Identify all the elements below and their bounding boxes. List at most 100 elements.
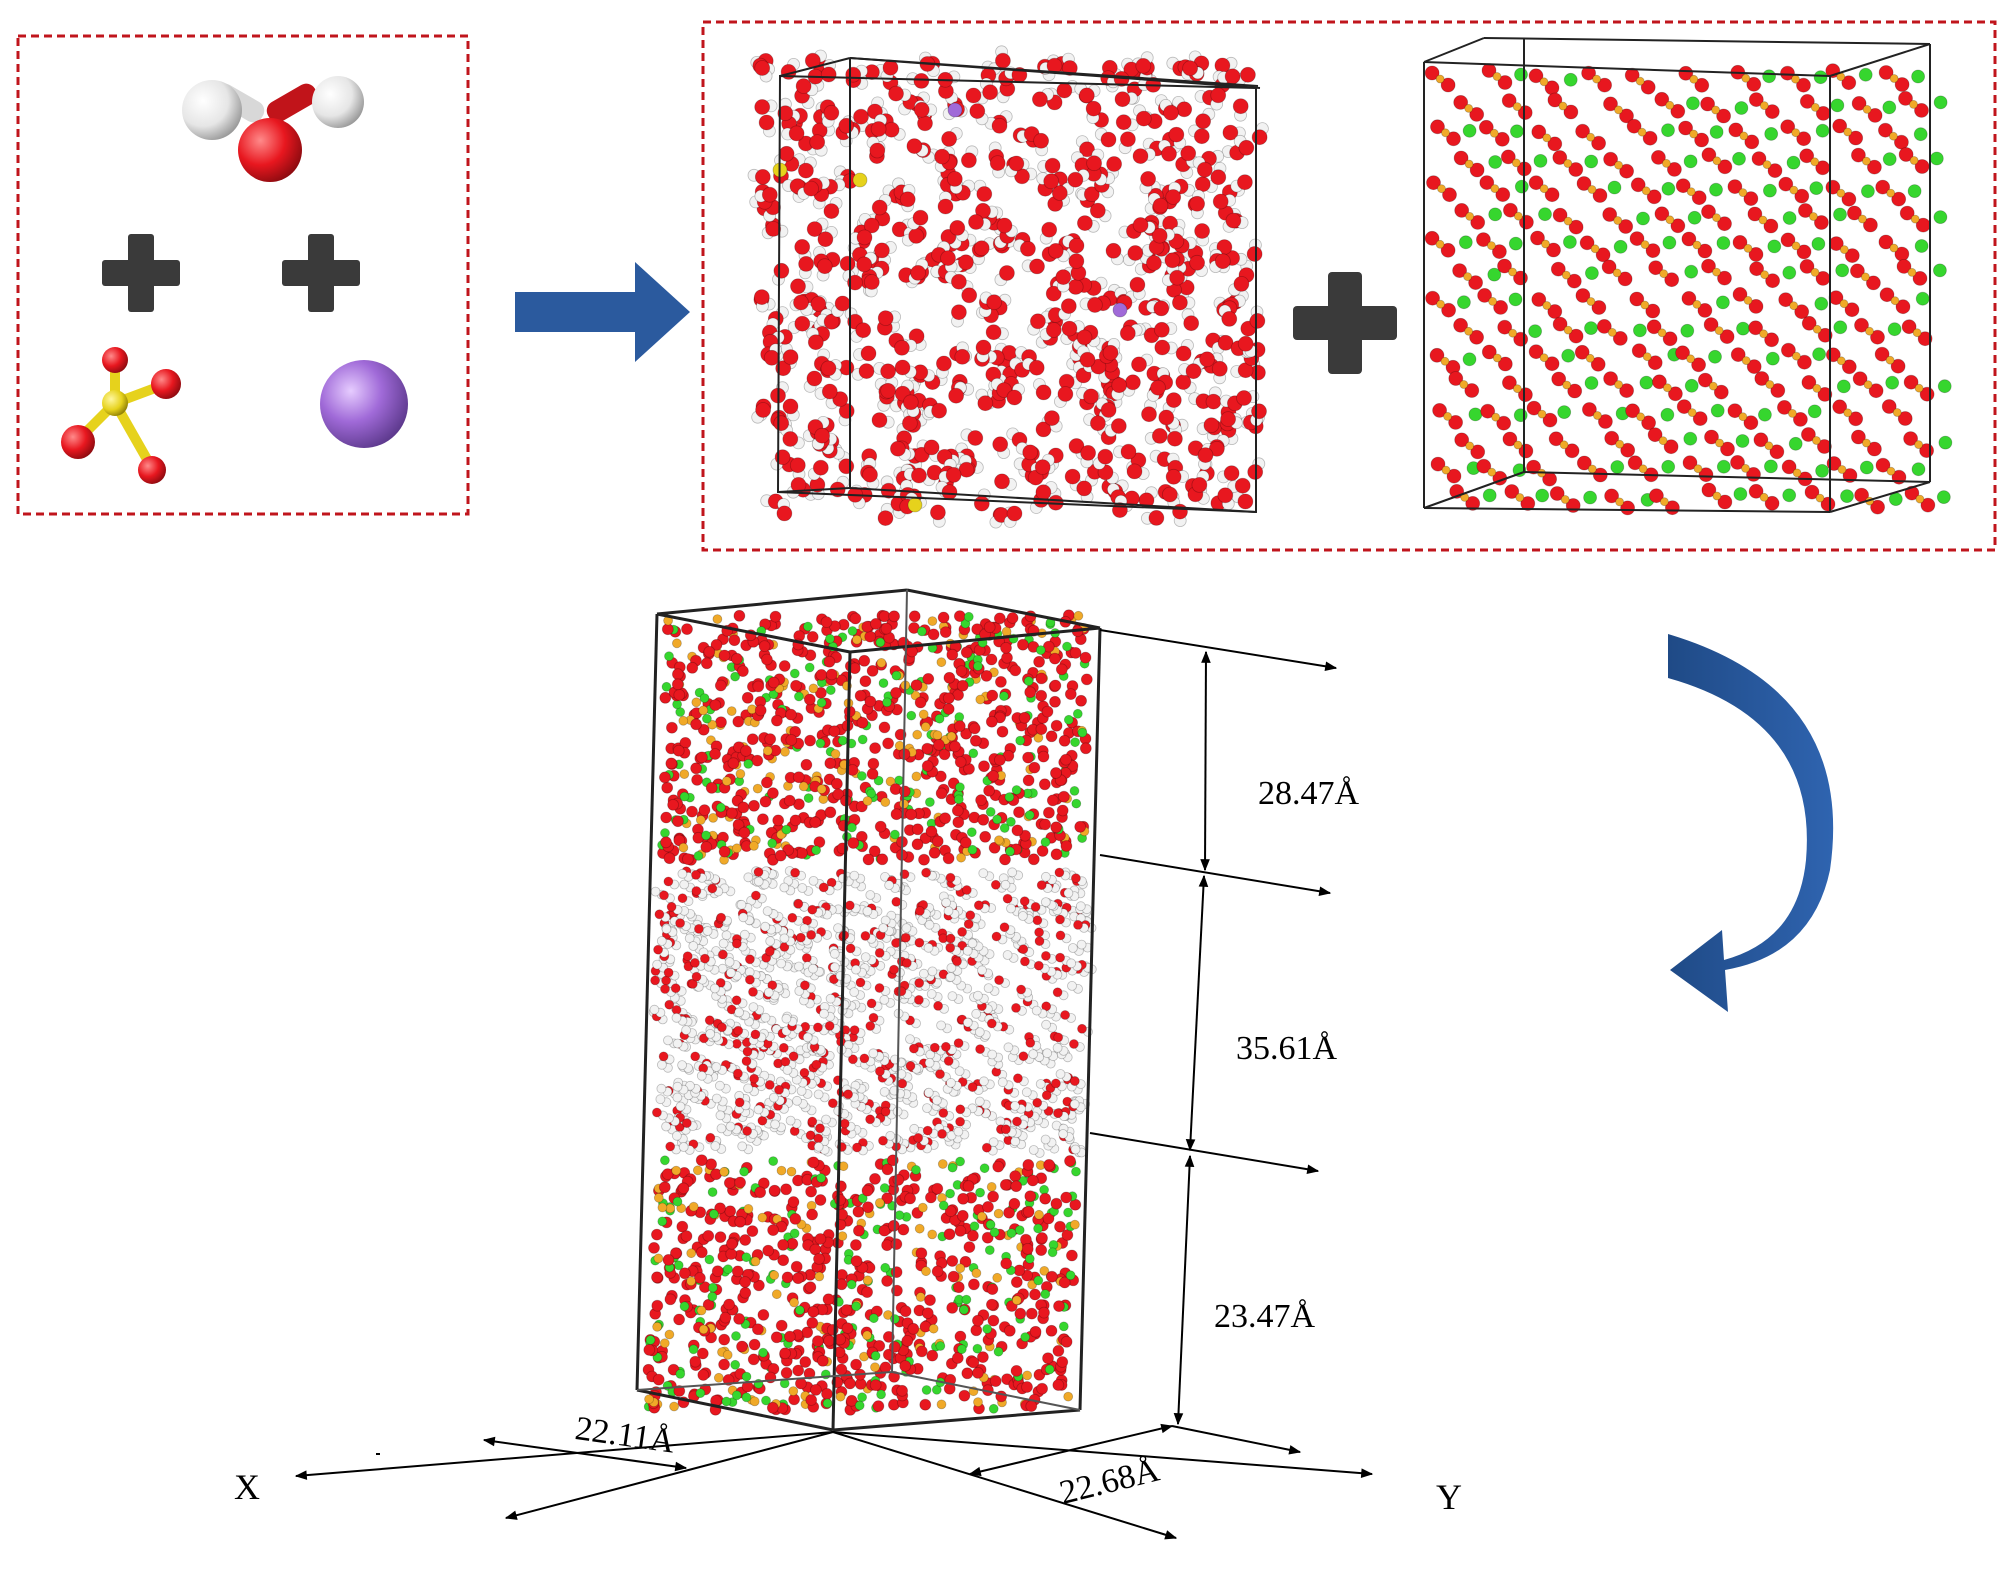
oxygen-atom [869,142,886,159]
oxygen-atom [911,823,924,836]
oxygen-atom [1046,794,1059,807]
oxygen-atom [1067,278,1084,295]
sulfur-atom [1586,132,1595,142]
oxygen-atom [1080,444,1096,461]
calcium-atom [1716,295,1730,310]
water-atom [1075,901,1086,912]
water-atom [808,963,818,974]
oxygen-atom [995,676,1007,688]
water-atom [865,890,876,900]
sulfur-atom [1614,380,1623,390]
calcium-atom [1004,792,1015,802]
oxygen-atom [1220,411,1236,428]
water-atom [677,868,688,879]
sulfur-atom [1612,268,1622,278]
oxygen-atom [1131,356,1147,373]
oxygen-atom [757,813,769,826]
water-atom [821,1114,831,1125]
oxygen-atom [1194,176,1211,193]
oxygen-atom [1041,705,1054,718]
oxygen-atom [877,310,894,327]
water-atom [1073,920,1083,930]
water-atom [994,975,1004,985]
oxygen-atom [1100,402,1117,418]
oxygen-atom [803,693,816,706]
oxygen-atom [767,676,780,689]
oxygen-atom [1225,212,1242,229]
oxygen-atom [1167,430,1183,447]
sulfur-atom [1812,383,1822,393]
oxygen-atom [945,466,962,483]
water-atom [957,927,967,937]
oxygen-atom [814,1194,827,1206]
oxygen-atom [1047,242,1064,259]
water-atom [663,876,674,887]
water-atom [924,1057,935,1068]
oxygen-atom [856,256,873,273]
calcium-atom [1835,263,1850,278]
oxygen-atom [758,114,775,131]
oxygen-atom [1151,227,1168,244]
oxygen-atom [817,231,834,248]
water-atom [694,924,704,934]
oxygen-atom [880,363,896,380]
oxygen-atom [758,640,771,652]
oxygen-atom [806,221,823,238]
water-atom [880,1106,891,1117]
water-atom [1068,943,1078,953]
sulfur-atom [788,1386,799,1396]
oxygen-atom [788,125,805,142]
oxygen-atom [858,363,875,380]
oxygen-atom [1044,410,1060,427]
water-atom [1052,1043,1063,1053]
calcium-atom [1911,69,1925,84]
calcium-atom [730,671,740,682]
oxygen-atom [1064,468,1081,485]
oxygen-atom [985,324,1002,341]
sulfur-atom [672,638,682,649]
calcium-atom [1815,463,1829,478]
oxygen-atom [968,722,981,735]
sulfur-atom [1760,270,1769,280]
water-atom [1018,1051,1029,1062]
oxygen-atom [1125,374,1141,391]
calcium-atom [825,633,835,644]
sulfur-atom [1836,356,1846,366]
oxygen-atom [1083,186,1100,203]
water-atom [656,1083,667,1094]
calcium-atom [1763,183,1777,198]
water-atom [734,1007,744,1018]
water-atom [1013,1073,1023,1084]
sulfur-atom [1712,267,1721,277]
sulfur-atom [1764,441,1774,451]
water-atom [999,922,1010,933]
oxygen-atom [923,439,940,456]
sulfur-atom [1889,74,1899,83]
oxygen-atom [985,715,998,728]
oxygen-atom [740,745,752,757]
oxygen-atom [664,1293,677,1306]
sulfur-atom [973,1397,983,1407]
sulfur-atom [1759,101,1769,110]
oxygen-atom [869,1173,881,1185]
water-atom [760,1012,771,1023]
water-atom [1010,1101,1020,1111]
oxygen-atom [1191,476,1208,493]
sulfur-atom [1885,355,1895,365]
water-atom [981,1142,992,1153]
oxygen-atom [1037,750,1050,763]
calcium-atom [1859,460,1874,475]
oxygen-atom [942,703,955,715]
calcium-atom [1563,235,1577,249]
oxygen-atom [805,1185,817,1198]
water-atom [941,897,951,908]
water-atom [868,1048,879,1059]
sulfur-atom [1915,494,1925,504]
oxygen-atom [1237,335,1254,352]
oxygen-atom [754,60,771,76]
calcium-atom [675,1369,686,1379]
sulfur-atom [1665,215,1675,225]
sulfur-atom [1636,412,1645,422]
water-atom [868,1012,879,1023]
oxygen-atom [978,760,990,773]
